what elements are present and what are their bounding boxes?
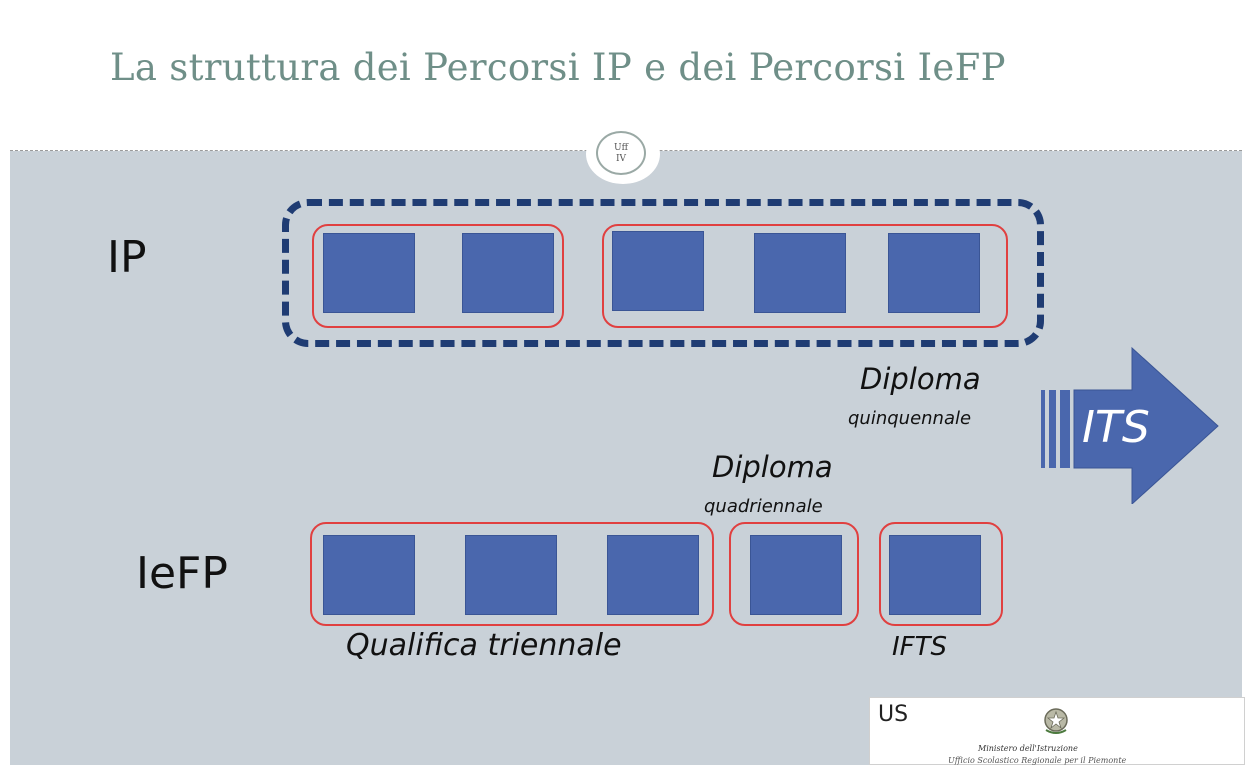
ministry-logo: US Ministero dell'Istruzione Ufficio Sco… — [869, 697, 1245, 765]
its-arrow: ITS — [1041, 346, 1219, 504]
ip-dashed-frame — [282, 199, 1044, 347]
ip-year-block-4 — [754, 233, 846, 313]
frame-left — [0, 0, 10, 765]
iefp-year-block-1 — [323, 535, 415, 615]
ip-group-biennio — [312, 224, 564, 328]
ip-year-block-1 — [323, 233, 415, 313]
ip-group-triennio — [602, 224, 1008, 328]
ip-year-block-3 — [612, 231, 704, 311]
note-quinquennale: quinquennale — [848, 408, 972, 429]
office-badge: Uff IV — [596, 131, 646, 175]
iefp-group-diploma — [729, 522, 859, 626]
iefp-group-qualifica — [310, 522, 714, 626]
note-qualifica-triennale: Qualifica triennale — [346, 628, 622, 663]
iefp-year-block-2 — [465, 535, 557, 615]
note-ifts: IFTS — [892, 632, 948, 662]
note-diploma-quadriennale: Diploma — [712, 450, 833, 484]
note-quadriennale: quadriennale — [704, 496, 823, 517]
its-arrow-stripe-2 — [1049, 390, 1056, 468]
note-diploma-quinquennale: Diploma — [860, 362, 981, 396]
badge-line-1: Uff — [614, 143, 628, 153]
its-arrow-label: ITS — [1082, 402, 1150, 453]
frame-right — [1242, 0, 1252, 765]
its-arrow-stripe-3 — [1060, 390, 1070, 468]
logo-office-text: Ufficio Scolastico Regionale per il Piem… — [948, 756, 1127, 765]
iefp-year-block-3 — [607, 535, 699, 615]
slide-title: La struttura dei Percorsi IP e dei Perco… — [110, 46, 1006, 89]
ip-year-block-2 — [462, 233, 554, 313]
logo-ministry-text: Ministero dell'Istruzione — [978, 744, 1078, 753]
iefp-year-block-5 — [889, 535, 981, 615]
iefp-group-ifts — [879, 522, 1003, 626]
logo-us-mark: US — [878, 702, 909, 727]
row-label-ip: IP — [107, 232, 147, 283]
its-arrow-stripe-1 — [1041, 390, 1045, 468]
iefp-year-block-4 — [750, 535, 842, 615]
badge-line-2: IV — [615, 154, 627, 164]
row-label-iefp: IeFP — [136, 548, 228, 599]
its-arrow-body — [1073, 346, 1219, 504]
republic-emblem-icon — [1044, 708, 1068, 734]
ip-year-block-5 — [888, 233, 980, 313]
